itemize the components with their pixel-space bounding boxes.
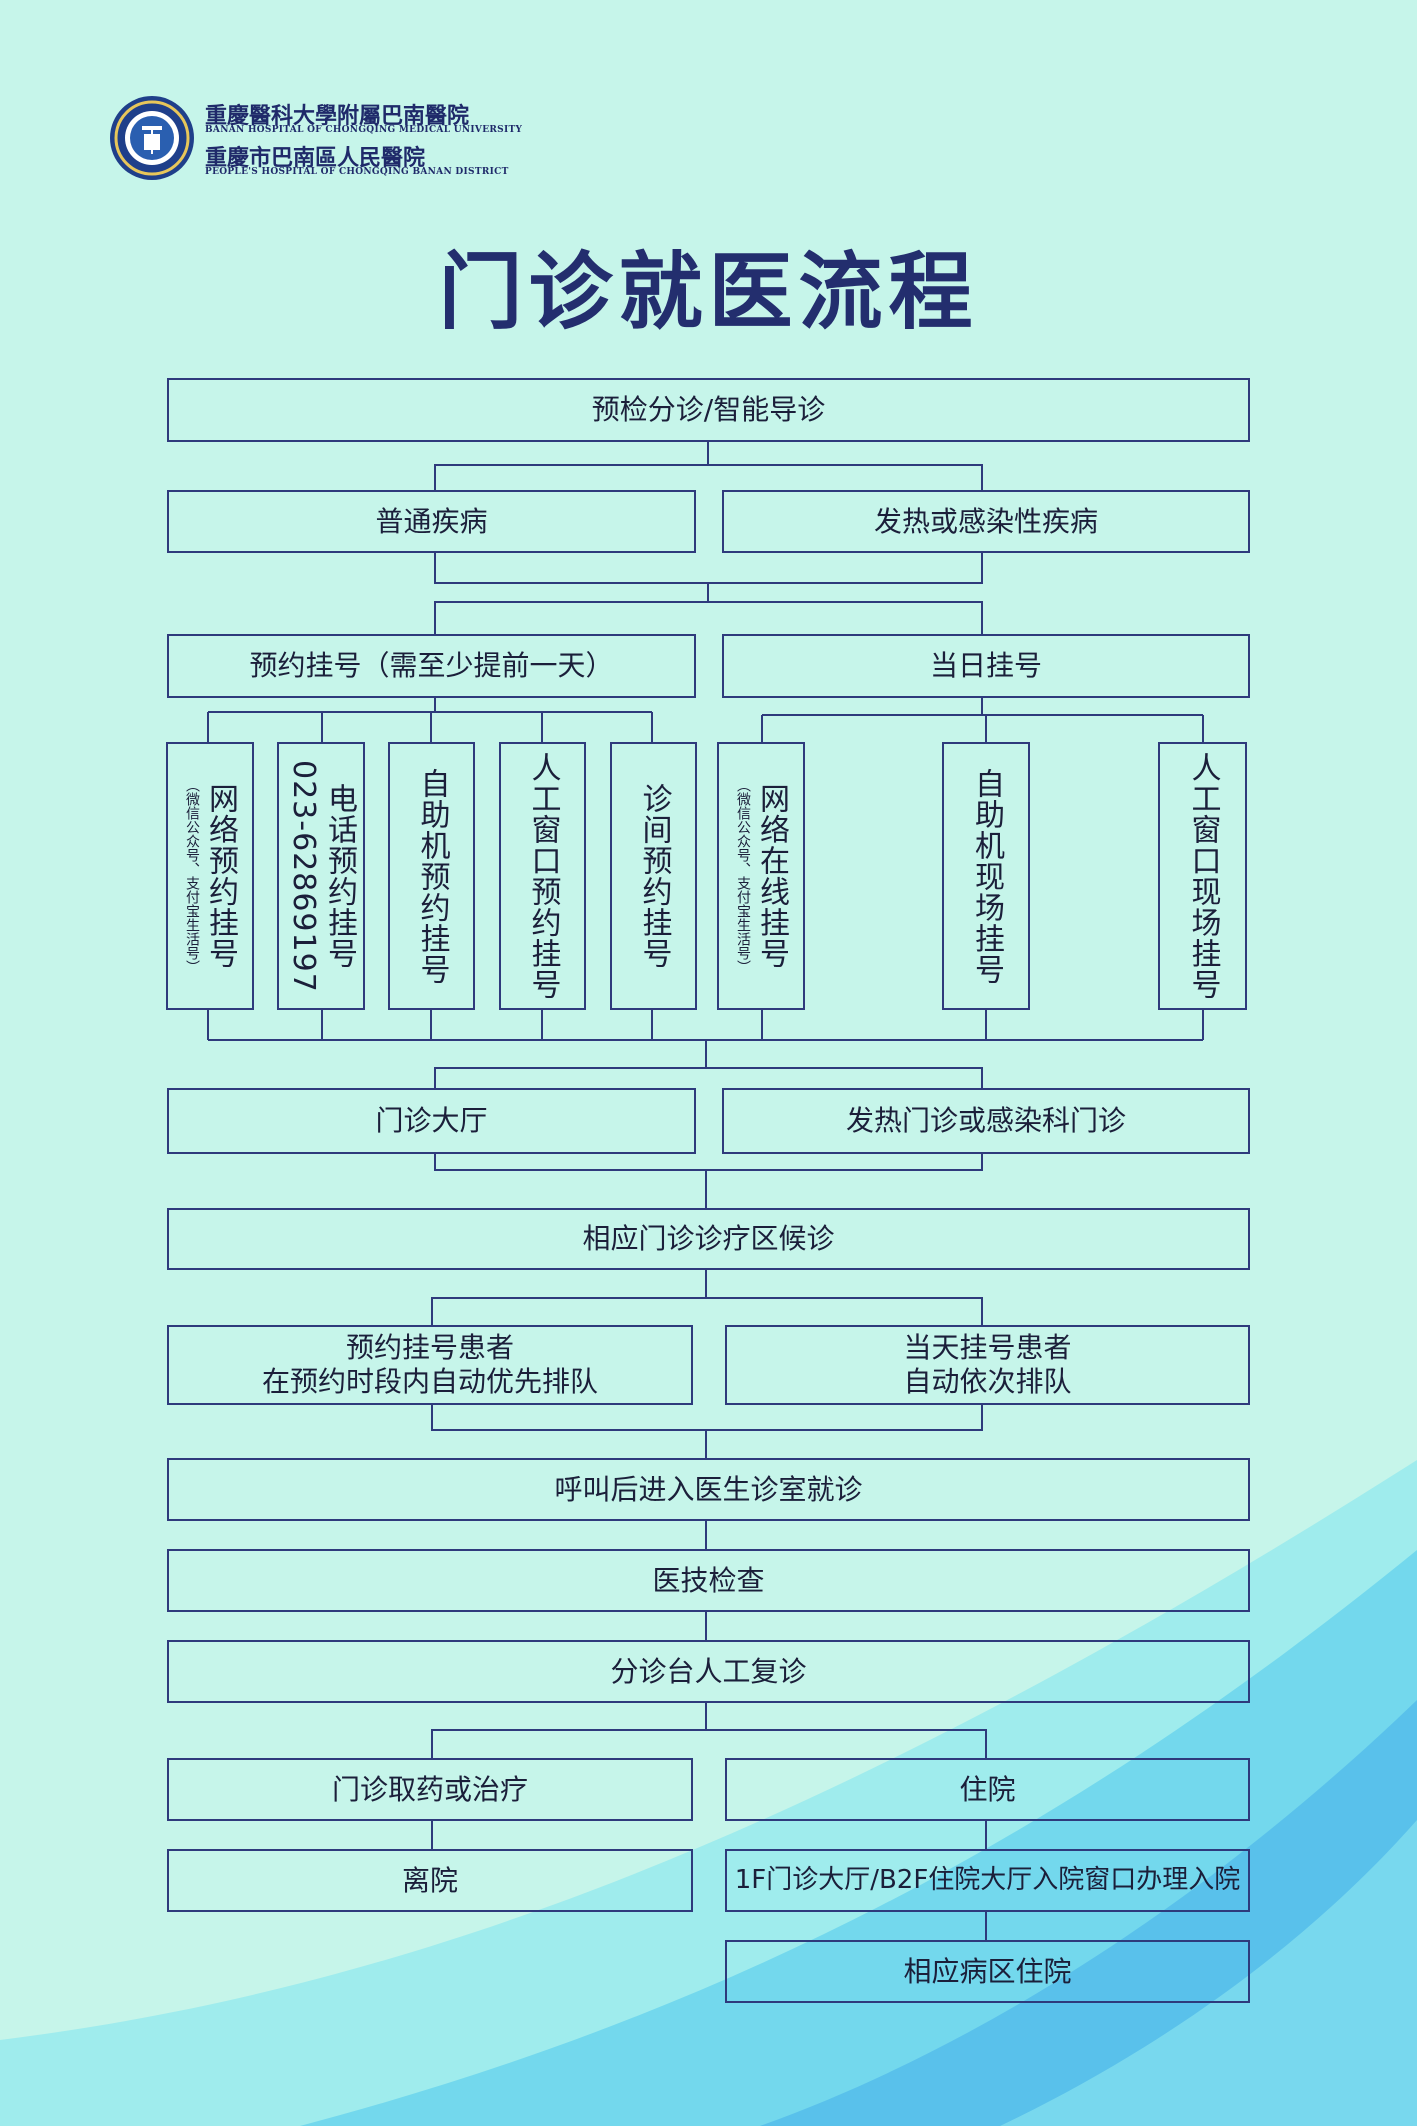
- online-same-day-box: （微信公众号、支付宝生活号） 网络在线挂号: [717, 742, 805, 1010]
- revisit-box: 分诊台人工复诊: [167, 1640, 1250, 1703]
- hospital-name-cn-2: 重慶市巴南區人民醫院: [205, 145, 426, 171]
- waiting-box: 相应门诊诊疗区候诊: [167, 1208, 1250, 1270]
- admission-label: 1F门诊大厅/B2F住院大厅入院窗口办理入院: [734, 1864, 1241, 1895]
- phone-booking-box: 023-62869197 电话预约挂号: [277, 742, 365, 1010]
- phone-booking-label: 电话预约挂号: [322, 783, 357, 969]
- hospital-name-en-1: BANAN HOSPITAL OF CHONGQING MEDICAL UNIV…: [205, 125, 523, 135]
- hospitalize-box: 住院: [725, 1758, 1250, 1821]
- same-day-label: 当日挂号: [929, 649, 1042, 683]
- clinic-booking-box: 诊间预约挂号: [610, 742, 697, 1010]
- leave-box: 离院: [167, 1849, 693, 1912]
- call-box: 呼叫后进入医生诊室就诊: [167, 1458, 1250, 1521]
- appointment-patients-line-2: 在预约时段内自动优先排队: [261, 1365, 598, 1398]
- kiosk-onsite-box: 自助机现场挂号: [942, 742, 1030, 1010]
- online-booking-label: 网络预约挂号: [203, 783, 238, 969]
- kiosk-booking-box: 自助机预约挂号: [388, 742, 475, 1010]
- online-same-day-label: 网络在线挂号: [754, 783, 789, 969]
- fever-disease-label: 发热或感染性疾病: [873, 504, 1098, 538]
- appointment-label: 预约挂号（需至少提前一天）: [249, 649, 614, 683]
- ward-box: 相应病区住院: [725, 1940, 1250, 2003]
- hospital-name-en-2: PEOPLE'S HOSPITAL OF CHONGQING BANAN DIS…: [205, 167, 509, 177]
- online-booking-box: （微信公众号、支付宝生活号） 网络预约挂号: [166, 742, 254, 1010]
- online-same-day-note: （微信公众号、支付宝生活号）: [735, 778, 751, 974]
- revisit-label: 分诊台人工复诊: [610, 1654, 807, 1688]
- kiosk-booking-label: 自助机预约挂号: [414, 767, 450, 985]
- counter-onsite-box: 人工窗口现场挂号: [1158, 742, 1247, 1010]
- counter-booking-box: 人工窗口预约挂号: [499, 742, 586, 1010]
- same-day-box: 当日挂号: [722, 634, 1250, 698]
- phone-number: 023-62869197: [286, 759, 321, 993]
- clinic-booking-label: 诊间预约挂号: [636, 783, 672, 969]
- leave-label: 离院: [401, 1863, 458, 1897]
- exam-label: 医技检查: [652, 1563, 765, 1597]
- general-disease-box: 普通疾病: [167, 490, 696, 553]
- exam-box: 医技检查: [167, 1549, 1250, 1612]
- same-day-patients-box: 当天挂号患者 自动依次排队: [725, 1325, 1250, 1405]
- general-disease-label: 普通疾病: [375, 504, 488, 538]
- medicine-label: 门诊取药或治疗: [331, 1772, 528, 1806]
- admission-box: 1F门诊大厅/B2F住院大厅入院窗口办理入院: [725, 1849, 1250, 1912]
- triage-label: 预检分诊/智能导诊: [591, 393, 826, 427]
- appointment-box: 预约挂号（需至少提前一天）: [167, 634, 696, 698]
- page-title: 门诊就医流程: [438, 243, 979, 341]
- fever-clinic-box: 发热门诊或感染科门诊: [722, 1088, 1250, 1154]
- medicine-box: 门诊取药或治疗: [167, 1758, 693, 1821]
- outpatient-hall-label: 门诊大厅: [375, 1104, 488, 1138]
- counter-booking-label: 人工窗口预约挂号: [525, 752, 561, 1000]
- hospitalize-label: 住院: [959, 1772, 1016, 1806]
- hospital-name-cn-1: 重慶醫科大學附屬巴南醫院: [205, 103, 470, 129]
- outpatient-hall-box: 门诊大厅: [167, 1088, 696, 1154]
- same-day-patients-line-1: 当天挂号患者: [903, 1331, 1072, 1365]
- hospital-logo-icon: [110, 96, 194, 180]
- counter-onsite-label: 人工窗口现场挂号: [1185, 752, 1221, 1000]
- waiting-label: 相应门诊诊疗区候诊: [582, 1222, 835, 1256]
- fever-clinic-label: 发热门诊或感染科门诊: [845, 1104, 1126, 1138]
- fever-disease-box: 发热或感染性疾病: [722, 490, 1250, 553]
- appointment-patients-box: 预约挂号患者 在预约时段内自动优先排队: [167, 1325, 693, 1405]
- same-day-patients-line-2: 自动依次排队: [903, 1365, 1072, 1398]
- appointment-patients-line-1: 预约挂号患者: [345, 1331, 514, 1365]
- kiosk-onsite-label: 自助机现场挂号: [969, 767, 1004, 985]
- online-booking-note: （微信公众号、支付宝生活号）: [184, 778, 200, 974]
- triage-box: 预检分诊/智能导诊: [167, 378, 1250, 442]
- call-label: 呼叫后进入医生诊室就诊: [554, 1472, 863, 1506]
- ward-label: 相应病区住院: [903, 1954, 1072, 1988]
